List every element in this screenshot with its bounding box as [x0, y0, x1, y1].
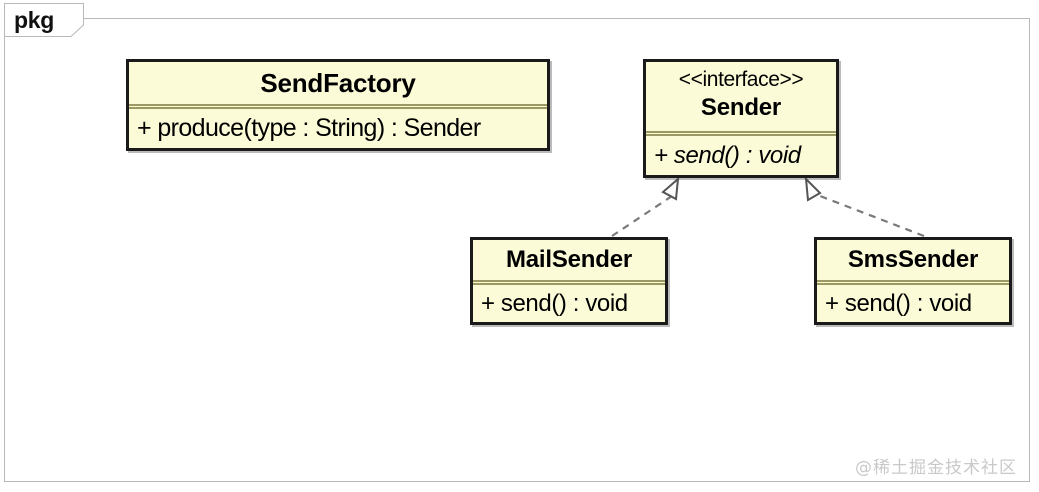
class-member-sendfactory-produce: + produce(type : String) : Sender: [137, 114, 481, 142]
class-name-smssender: SmsSender: [847, 246, 979, 273]
class-name-mailsender: MailSender: [505, 246, 633, 273]
class-header-sender: <<interface>> Sender: [646, 62, 836, 131]
package-tab: pkg: [4, 3, 84, 37]
class-divider-sendfactory: [129, 104, 547, 109]
class-member-mailsender-send: + send() : void: [481, 290, 628, 317]
class-box-smssender[interactable]: SmsSender + send() : void: [814, 237, 1012, 325]
class-box-sendfactory[interactable]: SendFactory + produce(type : String) : S…: [126, 59, 550, 151]
class-header-sendfactory: SendFactory: [129, 62, 547, 104]
class-header-smssender: SmsSender: [817, 240, 1009, 280]
class-header-mailsender: MailSender: [473, 240, 665, 280]
package-tab-label: pkg: [14, 7, 54, 33]
package-tab-shape: [4, 3, 84, 37]
class-box-sender[interactable]: <<interface>> Sender + send() : void: [643, 59, 839, 178]
class-divider-smssender: [817, 280, 1009, 285]
class-name-sendfactory: SendFactory: [260, 68, 416, 98]
class-box-mailsender[interactable]: MailSender + send() : void: [470, 237, 668, 325]
class-member-smssender-send: + send() : void: [825, 290, 972, 317]
class-divider-sender: [646, 131, 836, 136]
class-name-sender: Sender: [700, 94, 782, 121]
class-member-sender-send: + send() : void: [654, 142, 801, 169]
class-stereotype-sender: <<interface>>: [678, 68, 804, 91]
class-divider-mailsender: [473, 280, 665, 285]
watermark: @稀土掘金技术社区: [855, 458, 1017, 478]
